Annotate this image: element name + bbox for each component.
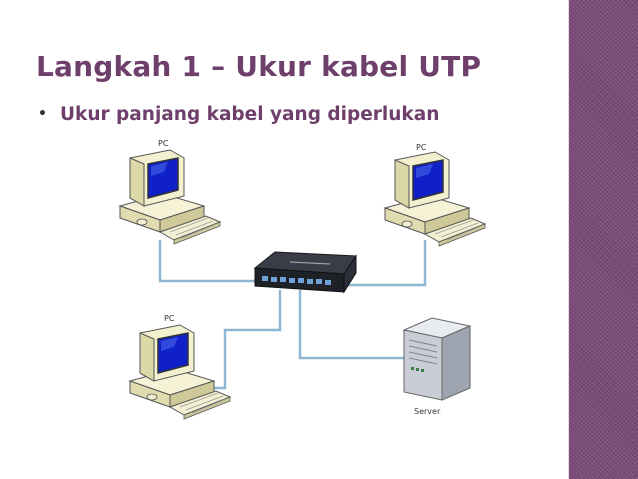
- slide-title: Langkah 1 – Ukur kabel UTP: [36, 50, 481, 83]
- pc-bottom-left: PC: [130, 314, 230, 419]
- bullet-item: •Ukur panjang kabel yang diperlukan: [38, 104, 439, 125]
- pc-top-right: PC: [385, 143, 485, 246]
- network-diagram: PC PC PC: [0, 130, 568, 479]
- pc-label-top-left: PC: [158, 139, 169, 148]
- bullet-marker: •: [38, 106, 60, 122]
- pc-label-top-right: PC: [416, 143, 427, 152]
- server-label: Server: [414, 407, 441, 416]
- network-switch: [255, 252, 356, 292]
- bullet-text: Ukur panjang kabel yang diperlukan: [60, 104, 439, 125]
- decorative-side-bar: [568, 0, 638, 479]
- pc-label-bottom-left: PC: [164, 314, 175, 323]
- pc-top-left: PC: [120, 139, 220, 244]
- server: Server: [404, 318, 470, 416]
